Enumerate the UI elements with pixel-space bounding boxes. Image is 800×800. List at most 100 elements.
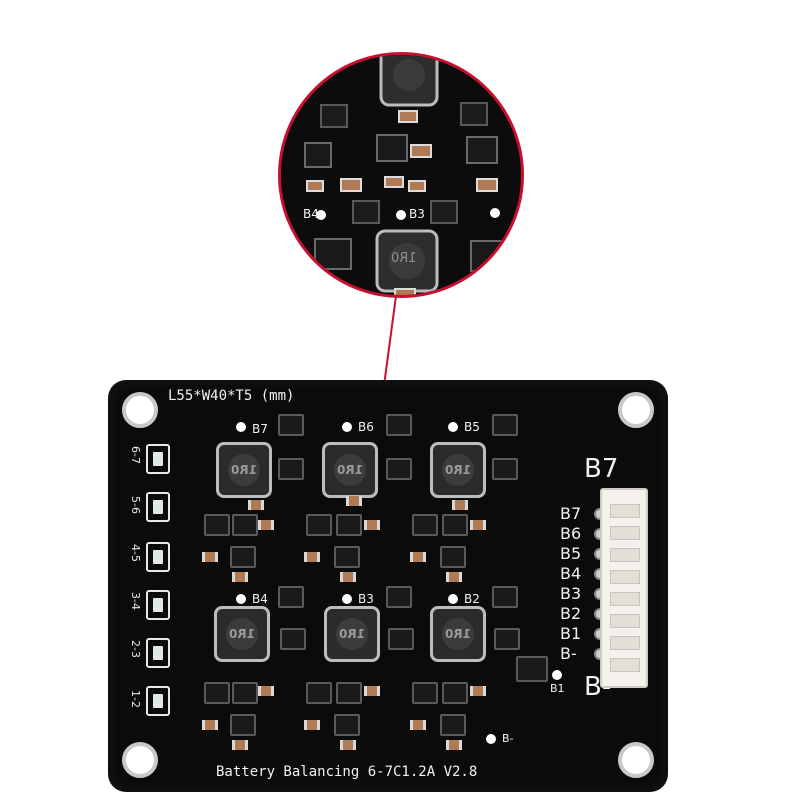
mount-hole-bottom-right: [618, 742, 654, 778]
pcb-board: L55*W40*T5 (mm) 6-7 5-6 4-5 3-4 2-3 1-2 …: [108, 380, 668, 792]
magnifier-label-b3: B3: [409, 207, 425, 221]
balance-connector: [600, 488, 648, 688]
smd-resistor: [258, 686, 274, 696]
inductor-mark: 1R0: [337, 463, 363, 477]
mosfet-chip: [232, 514, 258, 536]
smd-resistor: [346, 496, 362, 506]
mosfet-chip: [278, 586, 304, 608]
connector-pin: [610, 636, 640, 650]
mosfet-chip: [306, 514, 332, 536]
smd-resistor: [248, 500, 264, 510]
mosfet-chip: [386, 414, 412, 436]
power-inductor: 1R0: [324, 606, 380, 662]
test-point: [486, 734, 496, 744]
smd-resistor: [364, 520, 380, 530]
connector-pin: [610, 570, 640, 584]
smd-resistor: [470, 520, 486, 530]
led-label: 2-3: [129, 640, 142, 658]
led-label: 6-7: [129, 446, 142, 464]
mosfet-chip: [442, 514, 468, 536]
smd-resistor: [410, 552, 426, 562]
mosfet-chip: [442, 682, 468, 704]
connector-pin: [610, 658, 640, 672]
smd-resistor: [340, 740, 356, 750]
mosfet-chip: [280, 628, 306, 650]
smd-resistor: [258, 520, 274, 530]
test-point: [552, 670, 562, 680]
test-point: [236, 422, 246, 432]
smd-resistor: [410, 720, 426, 730]
magnifier-inset: B4 B3 1R0: [278, 52, 524, 298]
led-label: 1-2: [129, 690, 142, 708]
footer-label: Battery Balancing 6-7C1.2A V2.8: [216, 764, 478, 780]
connector-pin: [610, 526, 640, 540]
mosfet-chip: [336, 514, 362, 536]
smd-resistor: [364, 686, 380, 696]
magnified-components: [281, 55, 521, 295]
smd-resistor: [470, 686, 486, 696]
led-label: 4-5: [129, 544, 142, 562]
led-indicator: [146, 686, 170, 716]
inductor-mark: 1R0: [445, 463, 471, 477]
smd-resistor: [232, 572, 248, 582]
mosfet-chip: [306, 682, 332, 704]
pin-label: B4: [560, 564, 582, 583]
connector-pin: [610, 548, 640, 562]
test-point: [236, 594, 246, 604]
pin-label: B3: [560, 584, 582, 603]
connector-label-top: B7: [584, 454, 619, 484]
smd-resistor: [202, 552, 218, 562]
mosfet-chip: [388, 628, 414, 650]
power-inductor: 1R0: [322, 442, 378, 498]
mosfet-chip: [516, 656, 548, 682]
cell-label-b3: B3: [358, 592, 374, 606]
cell-label-b5: B5: [464, 420, 480, 434]
pin-label: B6: [560, 524, 582, 543]
inductor-mark: 1R0: [229, 627, 255, 641]
cell-label-b4: B4: [252, 592, 268, 606]
mosfet-chip: [204, 514, 230, 536]
pin-label: B7: [560, 504, 582, 523]
power-inductor: 1R0: [214, 606, 270, 662]
mosfet-chip: [492, 414, 518, 436]
test-point: [342, 422, 352, 432]
smd-resistor: [340, 572, 356, 582]
mosfet-chip: [412, 682, 438, 704]
mosfet-chip: [492, 586, 518, 608]
dimensions-label: L55*W40*T5 (mm): [168, 388, 295, 404]
magnifier-label-b4: B4: [303, 207, 319, 221]
smd-resistor: [304, 552, 320, 562]
mosfet-chip: [492, 458, 518, 480]
mosfet-chip: [230, 714, 256, 736]
inductor-mark: 1R0: [445, 627, 471, 641]
bminus-label: B-: [502, 732, 514, 745]
power-inductor: 1R0: [430, 606, 486, 662]
pin-label: B2: [560, 604, 582, 623]
smd-resistor: [452, 500, 468, 510]
connector-pin: [610, 592, 640, 606]
mosfet-chip: [440, 546, 466, 568]
mosfet-chip: [230, 546, 256, 568]
mosfet-chip: [334, 546, 360, 568]
mosfet-chip: [412, 514, 438, 536]
inductor-mark: 1R0: [231, 463, 257, 477]
led-label: 3-4: [129, 592, 142, 610]
power-inductor: 1R0: [430, 442, 486, 498]
led-indicator: [146, 638, 170, 668]
smd-resistor: [232, 740, 248, 750]
pin-label: B-: [560, 644, 577, 663]
mount-hole-top-right: [618, 392, 654, 428]
mosfet-chip: [232, 682, 258, 704]
cell-label-b6: B6: [358, 420, 374, 434]
mosfet-chip: [334, 714, 360, 736]
cell-label-b2: B2: [464, 592, 480, 606]
led-indicator: [146, 444, 170, 474]
cell-label-b7: B7: [252, 422, 268, 436]
smd-resistor: [304, 720, 320, 730]
connector-pin: [610, 614, 640, 628]
power-inductor: 1R0: [216, 442, 272, 498]
mount-hole-top-left: [122, 392, 158, 428]
mosfet-chip: [278, 458, 304, 480]
smd-resistor: [202, 720, 218, 730]
mosfet-chip: [494, 628, 520, 650]
